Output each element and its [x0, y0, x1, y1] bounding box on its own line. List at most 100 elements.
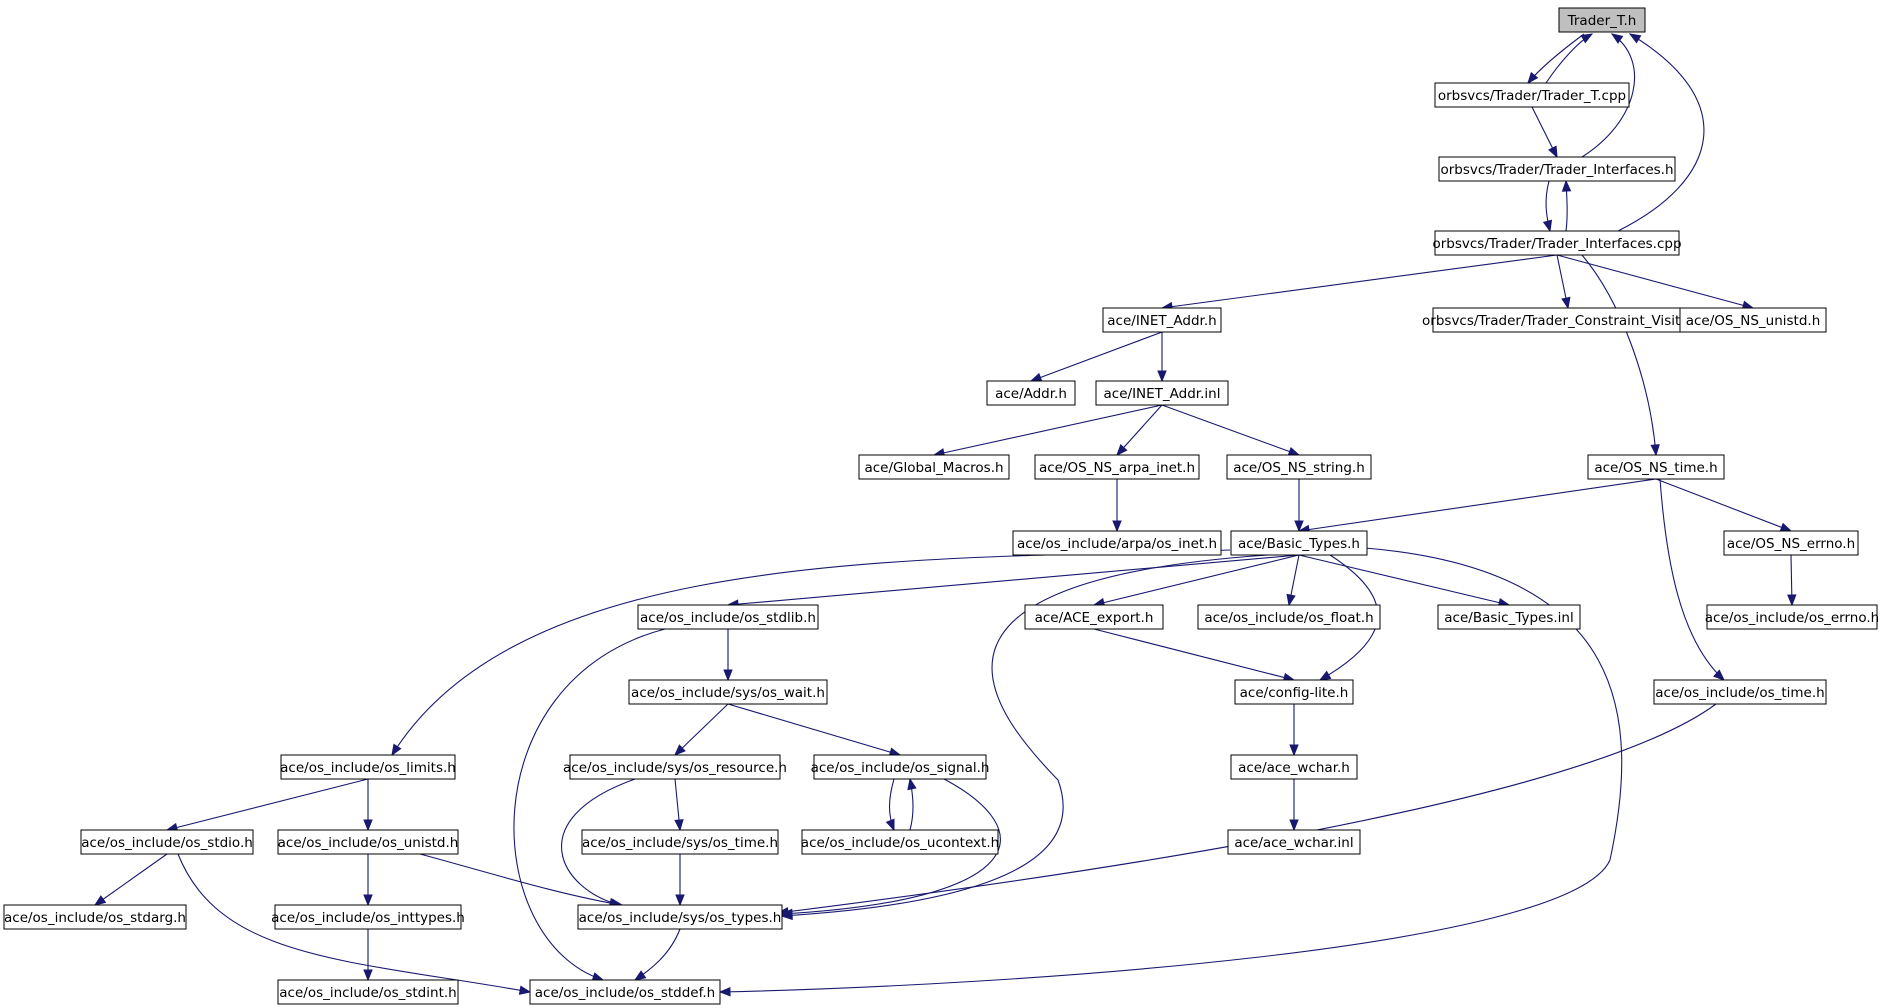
node-label: ace/os_include/os_stdio.h: [81, 835, 253, 851]
node-basic_types_inl[interactable]: ace/Basic_Types.inl: [1437, 604, 1581, 630]
node-config_lite_h[interactable]: ace/config-lite.h: [1234, 679, 1354, 705]
node-trader_t_cpp[interactable]: orbsvcs/Trader/Trader_T.cpp: [1434, 82, 1630, 108]
node-addr_h[interactable]: ace/Addr.h: [986, 380, 1076, 406]
edge-basic_types_h-to-os_stdlib_h: [726, 554, 1300, 609]
node-box[interactable]: [80, 829, 254, 855]
node-os_stdint_h[interactable]: ace/os_include/os_stdint.h: [277, 979, 459, 1005]
edge-arrowhead: [776, 906, 790, 917]
node-box[interactable]: [1095, 380, 1229, 406]
node-box[interactable]: [1438, 156, 1676, 182]
node-box[interactable]: [3, 904, 187, 930]
node-box[interactable]: [280, 754, 456, 780]
node-box[interactable]: [1723, 530, 1859, 556]
node-box[interactable]: [277, 979, 459, 1005]
node-box[interactable]: [1024, 604, 1164, 630]
edge-basic_types_h-to-os_float_h: [1286, 554, 1300, 607]
node-box[interactable]: [1227, 829, 1361, 855]
node-box[interactable]: [569, 754, 781, 780]
node-os_wait_h[interactable]: ace/os_include/sys/os_wait.h: [628, 679, 828, 705]
node-os_float_h[interactable]: ace/os_include/os_float.h: [1197, 604, 1381, 630]
edge-arrowhead: [633, 970, 647, 981]
node-box[interactable]: [581, 829, 779, 855]
node-label: ace/Global_Macros.h: [864, 460, 1003, 476]
node-ace_export_h[interactable]: ace/ACE_export.h: [1024, 604, 1164, 630]
node-os_ns_arpa_inet_h[interactable]: ace/OS_NS_arpa_inet.h: [1034, 454, 1200, 480]
node-box[interactable]: [1432, 307, 1704, 333]
node-label: ace/os_include/sys/os_time.h: [582, 835, 778, 851]
node-box[interactable]: [1230, 530, 1368, 556]
node-box[interactable]: [801, 829, 999, 855]
node-label: Trader_T.h: [1567, 13, 1637, 29]
node-label: ace/os_include/os_stdlib.h: [640, 610, 816, 626]
node-box[interactable]: [1653, 679, 1827, 705]
edge-os_ucontext_h-to-os_signal_h: [907, 777, 917, 831]
node-os_unistd_h[interactable]: ace/os_include/os_unistd.h: [277, 829, 459, 855]
node-os_limits_h[interactable]: ace/os_include/os_limits.h: [280, 754, 456, 780]
node-box[interactable]: [1679, 307, 1827, 333]
node-box[interactable]: [577, 904, 783, 930]
node-os_inet_h[interactable]: ace/os_include/arpa/os_inet.h: [1012, 530, 1222, 556]
node-box[interactable]: [986, 380, 1076, 406]
node-os_resource_h[interactable]: ace/os_include/sys/os_resource.h: [563, 754, 787, 780]
node-box[interactable]: [1587, 454, 1725, 480]
node-box[interactable]: [277, 829, 459, 855]
node-os_types_h[interactable]: ace/os_include/sys/os_types.h: [577, 904, 783, 930]
node-sys_os_time_h[interactable]: ace/os_include/sys/os_time.h: [581, 829, 779, 855]
node-box[interactable]: [813, 754, 987, 780]
node-box[interactable]: [1230, 754, 1358, 780]
node-os_signal_h[interactable]: ace/os_include/os_signal.h: [811, 754, 990, 780]
node-box[interactable]: [529, 979, 721, 1005]
edge-line: [561, 778, 636, 906]
edge-trader_interfaces_cpp-to-inet_addr_h: [1160, 254, 1558, 312]
node-os_stdio_h[interactable]: ace/os_include/os_stdio.h: [80, 829, 254, 855]
node-os_time_h[interactable]: ace/os_include/os_time.h: [1653, 679, 1827, 705]
node-os_errno_h[interactable]: ace/os_include/os_errno.h: [1705, 604, 1879, 630]
node-box[interactable]: [1437, 604, 1581, 630]
edge-trader_t_h-to-trader_t_cpp: [1527, 33, 1585, 85]
node-box[interactable]: [1434, 82, 1630, 108]
node-constraint_visitors_h[interactable]: orbsvcs/Trader/Trader_Constraint_Visitor…: [1422, 307, 1714, 333]
node-trader_t_h[interactable]: Trader_T.h: [1558, 7, 1646, 33]
node-os_ns_time_h[interactable]: ace/OS_NS_time.h: [1587, 454, 1725, 480]
node-label: ace/os_include/sys/os_types.h: [579, 910, 782, 926]
edge-os_types_h-to-os_stddef_h: [633, 928, 681, 981]
node-label: ace/OS_NS_errno.h: [1727, 536, 1855, 552]
node-box[interactable]: [1197, 604, 1381, 630]
node-inet_addr_h[interactable]: ace/INET_Addr.h: [1102, 307, 1222, 333]
node-os_stddef_h[interactable]: ace/os_include/os_stddef.h: [529, 979, 721, 1005]
node-os_ns_string_h[interactable]: ace/OS_NS_string.h: [1226, 454, 1372, 480]
node-inet_addr_inl[interactable]: ace/INET_Addr.inl: [1095, 380, 1229, 406]
node-box[interactable]: [1012, 530, 1222, 556]
node-label: orbsvcs/Trader/Trader_Interfaces.cpp: [1432, 236, 1681, 252]
node-label: ace/os_include/os_inttypes.h: [271, 910, 465, 926]
node-box[interactable]: [637, 604, 819, 630]
node-box[interactable]: [1434, 230, 1680, 256]
node-box[interactable]: [1226, 454, 1372, 480]
node-trader_interfaces_cpp[interactable]: orbsvcs/Trader/Trader_Interfaces.cpp: [1432, 230, 1682, 256]
edge-line: [1093, 628, 1295, 681]
node-box[interactable]: [1102, 307, 1222, 333]
node-global_macros_h[interactable]: ace/Global_Macros.h: [858, 454, 1010, 480]
node-label: ace/Basic_Types.h: [1238, 536, 1360, 552]
node-os_ns_errno_h[interactable]: ace/OS_NS_errno.h: [1723, 530, 1859, 556]
node-box[interactable]: [1558, 7, 1646, 33]
node-box[interactable]: [858, 454, 1010, 480]
edge-line: [1093, 554, 1300, 606]
node-box[interactable]: [1234, 679, 1354, 705]
node-os_inttypes_h[interactable]: ace/os_include/os_inttypes.h: [271, 904, 465, 930]
node-box[interactable]: [628, 679, 828, 705]
node-os_stdlib_h[interactable]: ace/os_include/os_stdlib.h: [637, 604, 819, 630]
node-box[interactable]: [1034, 454, 1200, 480]
node-box[interactable]: [274, 904, 462, 930]
node-trader_interfaces_h[interactable]: orbsvcs/Trader/Trader_Interfaces.h: [1438, 156, 1676, 182]
node-ace_wchar_h[interactable]: ace/ace_wchar.h: [1230, 754, 1358, 780]
edge-trader_interfaces_cpp-to-constraint_visitors_h: [1556, 254, 1571, 310]
node-os_ns_unistd_h[interactable]: ace/OS_NS_unistd.h: [1679, 307, 1827, 333]
node-os_stdarg_h[interactable]: ace/os_include/os_stdarg.h: [3, 904, 187, 930]
node-os_ucontext_h[interactable]: ace/os_include/os_ucontext.h: [801, 829, 999, 855]
node-basic_types_h[interactable]: ace/Basic_Types.h: [1230, 530, 1368, 556]
node-box[interactable]: [1706, 604, 1878, 630]
edge-arrowhead: [1610, 33, 1624, 44]
node-label: ace/ace_wchar.h: [1238, 760, 1350, 776]
node-ace_wchar_inl[interactable]: ace/ace_wchar.inl: [1227, 829, 1361, 855]
